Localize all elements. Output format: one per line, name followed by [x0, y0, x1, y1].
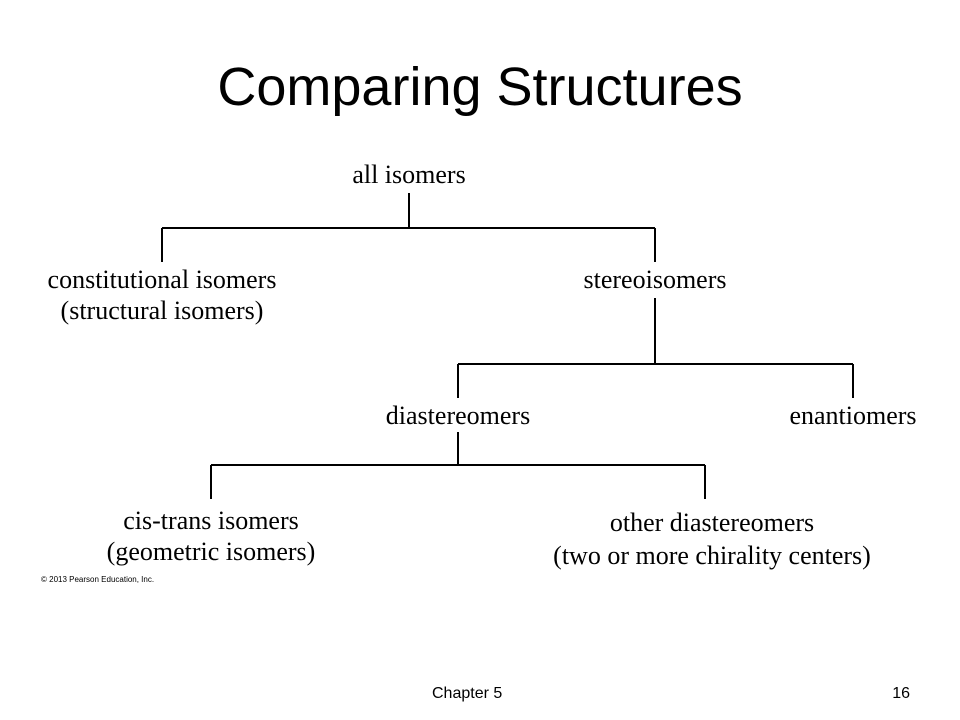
node-diastereomers: diastereomers [386, 401, 530, 430]
node-stereoisomers: stereoisomers [584, 265, 727, 294]
footer-page-number: 16 [892, 685, 910, 702]
node-cis-trans-isomers: cis-trans isomers [123, 506, 298, 535]
node-all-isomers: all isomers [352, 160, 465, 189]
copyright-notice: © 2013 Pearson Education, Inc. [41, 575, 154, 584]
node-structural-isomers-note: (structural isomers) [61, 296, 264, 325]
node-enantiomers: enantiomers [789, 401, 916, 430]
node-geometric-isomers-note: (geometric isomers) [107, 537, 316, 566]
node-chirality-centers-note: (two or more chirality centers) [553, 541, 871, 570]
footer-chapter: Chapter 5 [432, 685, 503, 702]
diagram-connectors [161, 193, 854, 499]
slide-title: Comparing Structures [217, 57, 743, 117]
node-constitutional-isomers: constitutional isomers [48, 265, 277, 294]
node-other-diastereomers: other diastereomers [610, 508, 814, 537]
